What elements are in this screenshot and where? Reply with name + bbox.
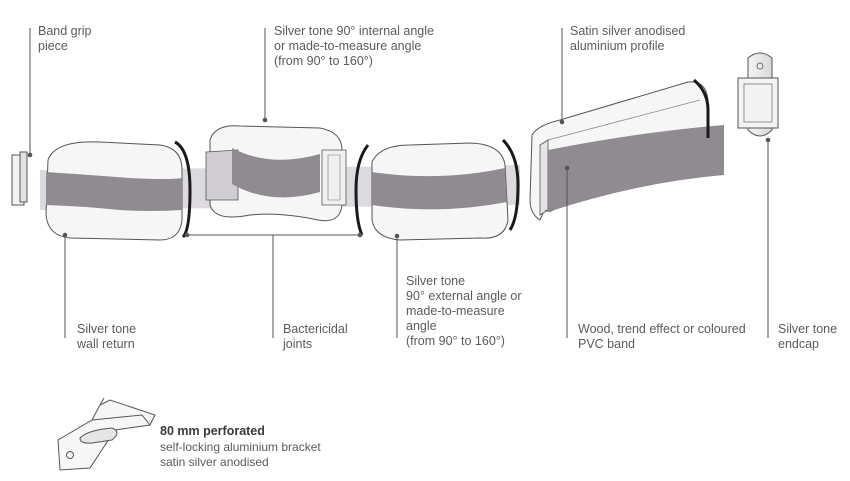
leader-lines [27, 28, 771, 338]
pvc-band [548, 125, 724, 212]
external-angle-piece [371, 142, 509, 241]
internal-angle-piece [205, 125, 347, 222]
wall-return [45, 141, 183, 241]
bracket-illustration [57, 397, 156, 471]
bactericidal-joint [692, 78, 710, 138]
bactericidal-joint [501, 138, 520, 231]
endcap [737, 52, 779, 137]
bactericidal-joint [174, 140, 192, 239]
bracket-title: 80 mm perforated [160, 424, 265, 438]
band-grip-piece [11, 151, 28, 206]
bactericidal-joint [354, 144, 370, 236]
band-segment [232, 148, 320, 198]
band-segment [372, 168, 507, 210]
band-segment [46, 172, 182, 211]
